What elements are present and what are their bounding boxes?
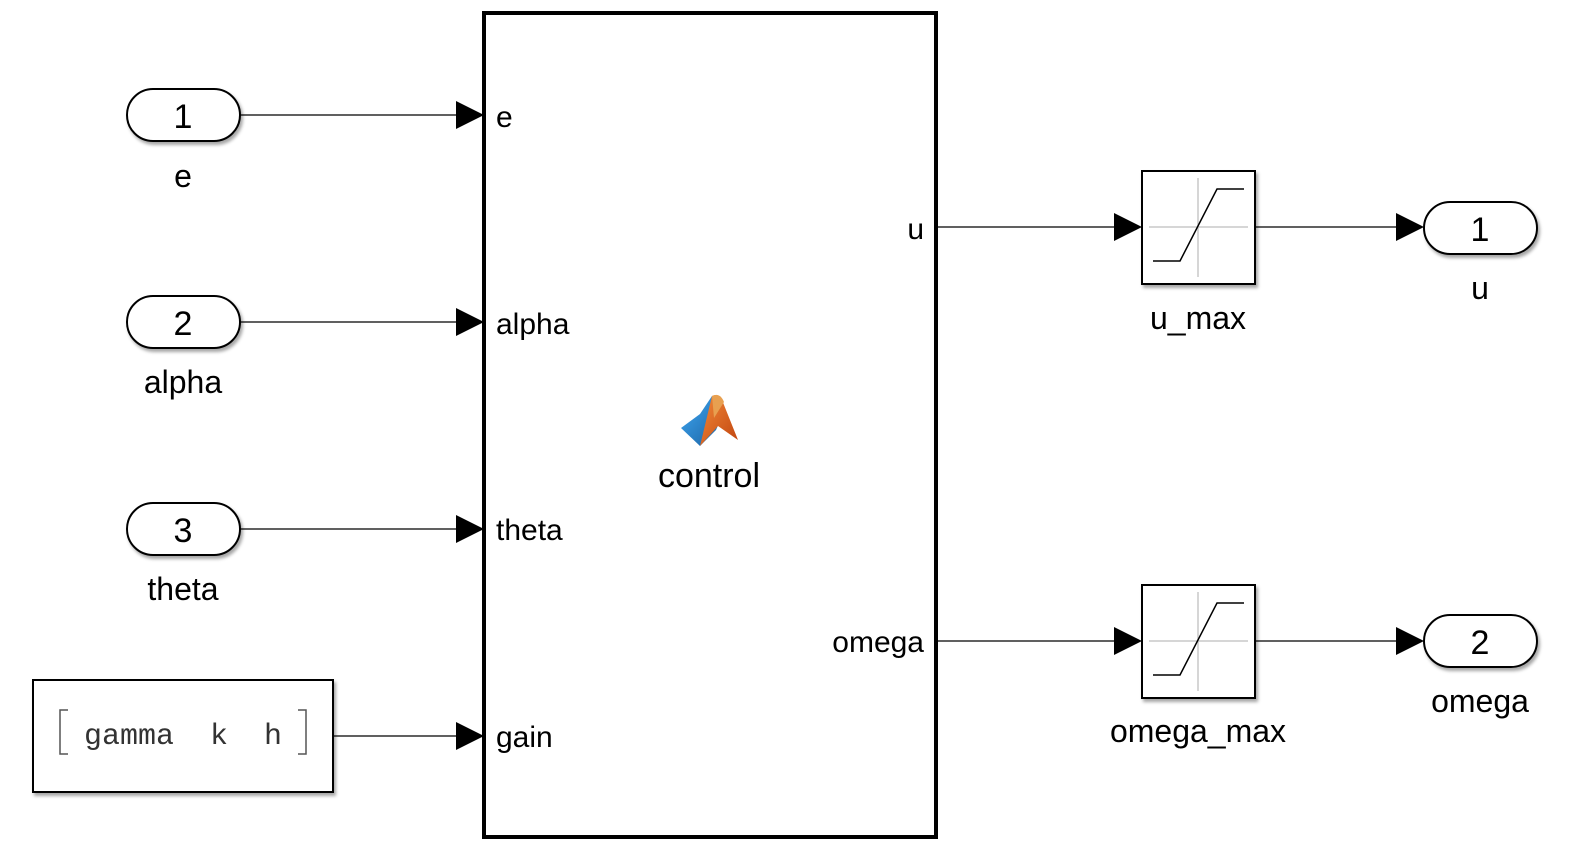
block-output-port-u: u xyxy=(907,213,924,246)
inport-1[interactable]: 1 e xyxy=(126,88,241,194)
matlab-logo-icon xyxy=(681,394,738,446)
outport-2[interactable]: 2 omega xyxy=(1423,614,1538,719)
matlab-function-block-name: control xyxy=(658,457,760,495)
output-wires xyxy=(936,213,1142,655)
outport-2-shape[interactable] xyxy=(1423,614,1538,668)
inport-2-number: 2 xyxy=(174,305,193,343)
arrowhead-icon xyxy=(1396,627,1424,655)
outport-1-shape[interactable] xyxy=(1423,201,1538,255)
inport-2[interactable]: 2 alpha xyxy=(126,295,241,400)
saturation-block-omega-max-label: omega_max xyxy=(1110,713,1286,749)
outport-wires xyxy=(1255,213,1424,655)
saturation-block-omega-max[interactable]: omega_max xyxy=(1110,584,1286,749)
right-bracket-icon xyxy=(298,709,307,755)
outport-1-number: 1 xyxy=(1471,211,1490,249)
matlab-function-block[interactable]: e alpha theta gain u omega control xyxy=(482,11,938,839)
arrowhead-icon xyxy=(1114,627,1142,655)
outport-2-label: omega xyxy=(1431,683,1529,719)
constant-block-value: gamma k h xyxy=(84,720,282,754)
arrowhead-icon xyxy=(1396,213,1424,241)
input-wires xyxy=(240,101,484,750)
block-input-port-e: e xyxy=(496,101,513,134)
inport-3-number: 3 xyxy=(174,512,193,550)
left-bracket-icon xyxy=(59,709,68,755)
block-input-port-alpha: alpha xyxy=(496,308,570,341)
inport-3[interactable]: 3 theta xyxy=(126,502,241,607)
inport-1-number: 1 xyxy=(174,98,193,136)
arrowhead-icon xyxy=(456,308,484,336)
arrowhead-icon xyxy=(456,515,484,543)
inport-2-label: alpha xyxy=(144,364,223,400)
inport-3-label: theta xyxy=(147,571,218,607)
arrowhead-icon xyxy=(456,722,484,750)
saturation-block-u-max[interactable]: u_max xyxy=(1141,170,1256,336)
block-input-port-gain: gain xyxy=(496,721,553,754)
saturation-icon xyxy=(1149,592,1248,691)
block-input-port-theta: theta xyxy=(496,514,563,547)
arrowhead-icon xyxy=(1114,213,1142,241)
block-output-port-omega: omega xyxy=(832,626,924,659)
outport-2-number: 2 xyxy=(1471,624,1490,662)
saturation-block-u-max-label: u_max xyxy=(1150,300,1246,336)
outport-1[interactable]: 1 u xyxy=(1423,201,1538,306)
inport-1-label: e xyxy=(174,158,192,194)
arrowhead-icon xyxy=(456,101,484,129)
outport-1-label: u xyxy=(1471,270,1489,306)
constant-block[interactable]: gamma k h xyxy=(32,679,334,793)
saturation-icon xyxy=(1149,178,1248,277)
